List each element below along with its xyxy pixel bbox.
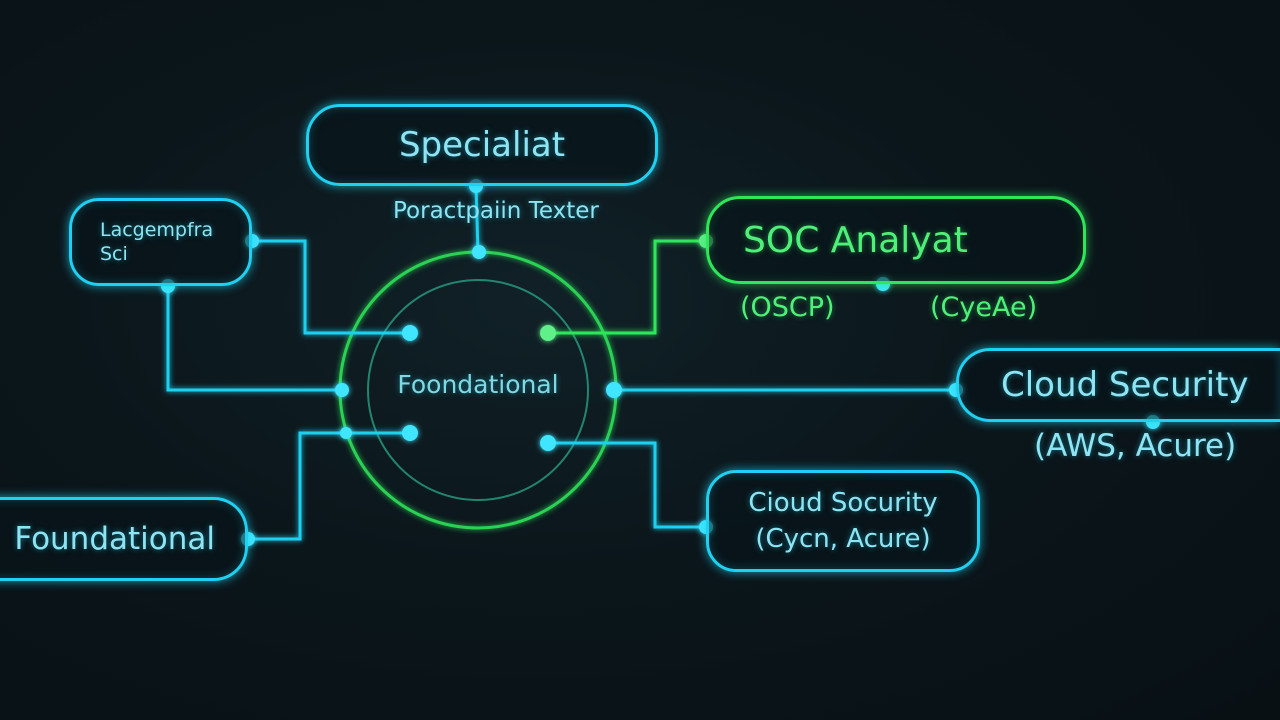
junction-dot [606, 382, 622, 398]
node-left-small-line1: Lacgempfra [100, 219, 214, 241]
connector-hub-soc [548, 239, 706, 335]
node-soc-analyst: SOC Analyat [706, 196, 1086, 284]
hub-label: Foondational [397, 370, 559, 399]
node-specialist-label: Specialiat [398, 125, 566, 165]
node-cloud-security-right: Cloud Security [956, 348, 1280, 422]
node-foundational-left-label: Foundational [14, 521, 215, 557]
node-specialist: Specialiat [306, 104, 658, 186]
junction-dot [540, 325, 556, 341]
junction-dot [472, 245, 486, 259]
node-soc-analyst-label: SOC Analyat [743, 219, 968, 261]
connector-leftbox-hub-upper [252, 239, 410, 335]
junction-dot [340, 427, 352, 439]
label-penetration-tester: Poractpaiin Texter [393, 198, 599, 224]
hub-inner-ring [367, 279, 589, 501]
label-aws-azure: (AWS, Acure) [1034, 428, 1237, 464]
node-left-small-line2: Sci [100, 243, 128, 265]
node-left-small: Lacgempfra Sci [69, 198, 252, 286]
connector-specialist-hub [474, 185, 480, 253]
node-cloud-security-right-label: Cloud Security [1001, 365, 1249, 405]
label-oscp: (OSCP) [740, 292, 835, 323]
node-cloud-security-lower: Cioud Socurity (Cycn, Acure) [706, 470, 980, 572]
connector-foundational-hub [248, 431, 410, 541]
node-foundational-left: Foundational [0, 497, 248, 581]
connector-leftbox-hub-lower [166, 286, 342, 392]
junction-dot [402, 425, 418, 441]
junction-dot [540, 435, 556, 451]
junction-dot [402, 325, 418, 341]
connector-hub-cloud-lower [548, 441, 706, 529]
label-cysa: (CyeAe) [930, 292, 1038, 323]
junction-dot [335, 383, 349, 397]
node-cloud-security-lower-line1: Cioud Socurity [748, 488, 938, 518]
node-cloud-security-lower-line2: (Cycn, Acure) [755, 524, 931, 554]
